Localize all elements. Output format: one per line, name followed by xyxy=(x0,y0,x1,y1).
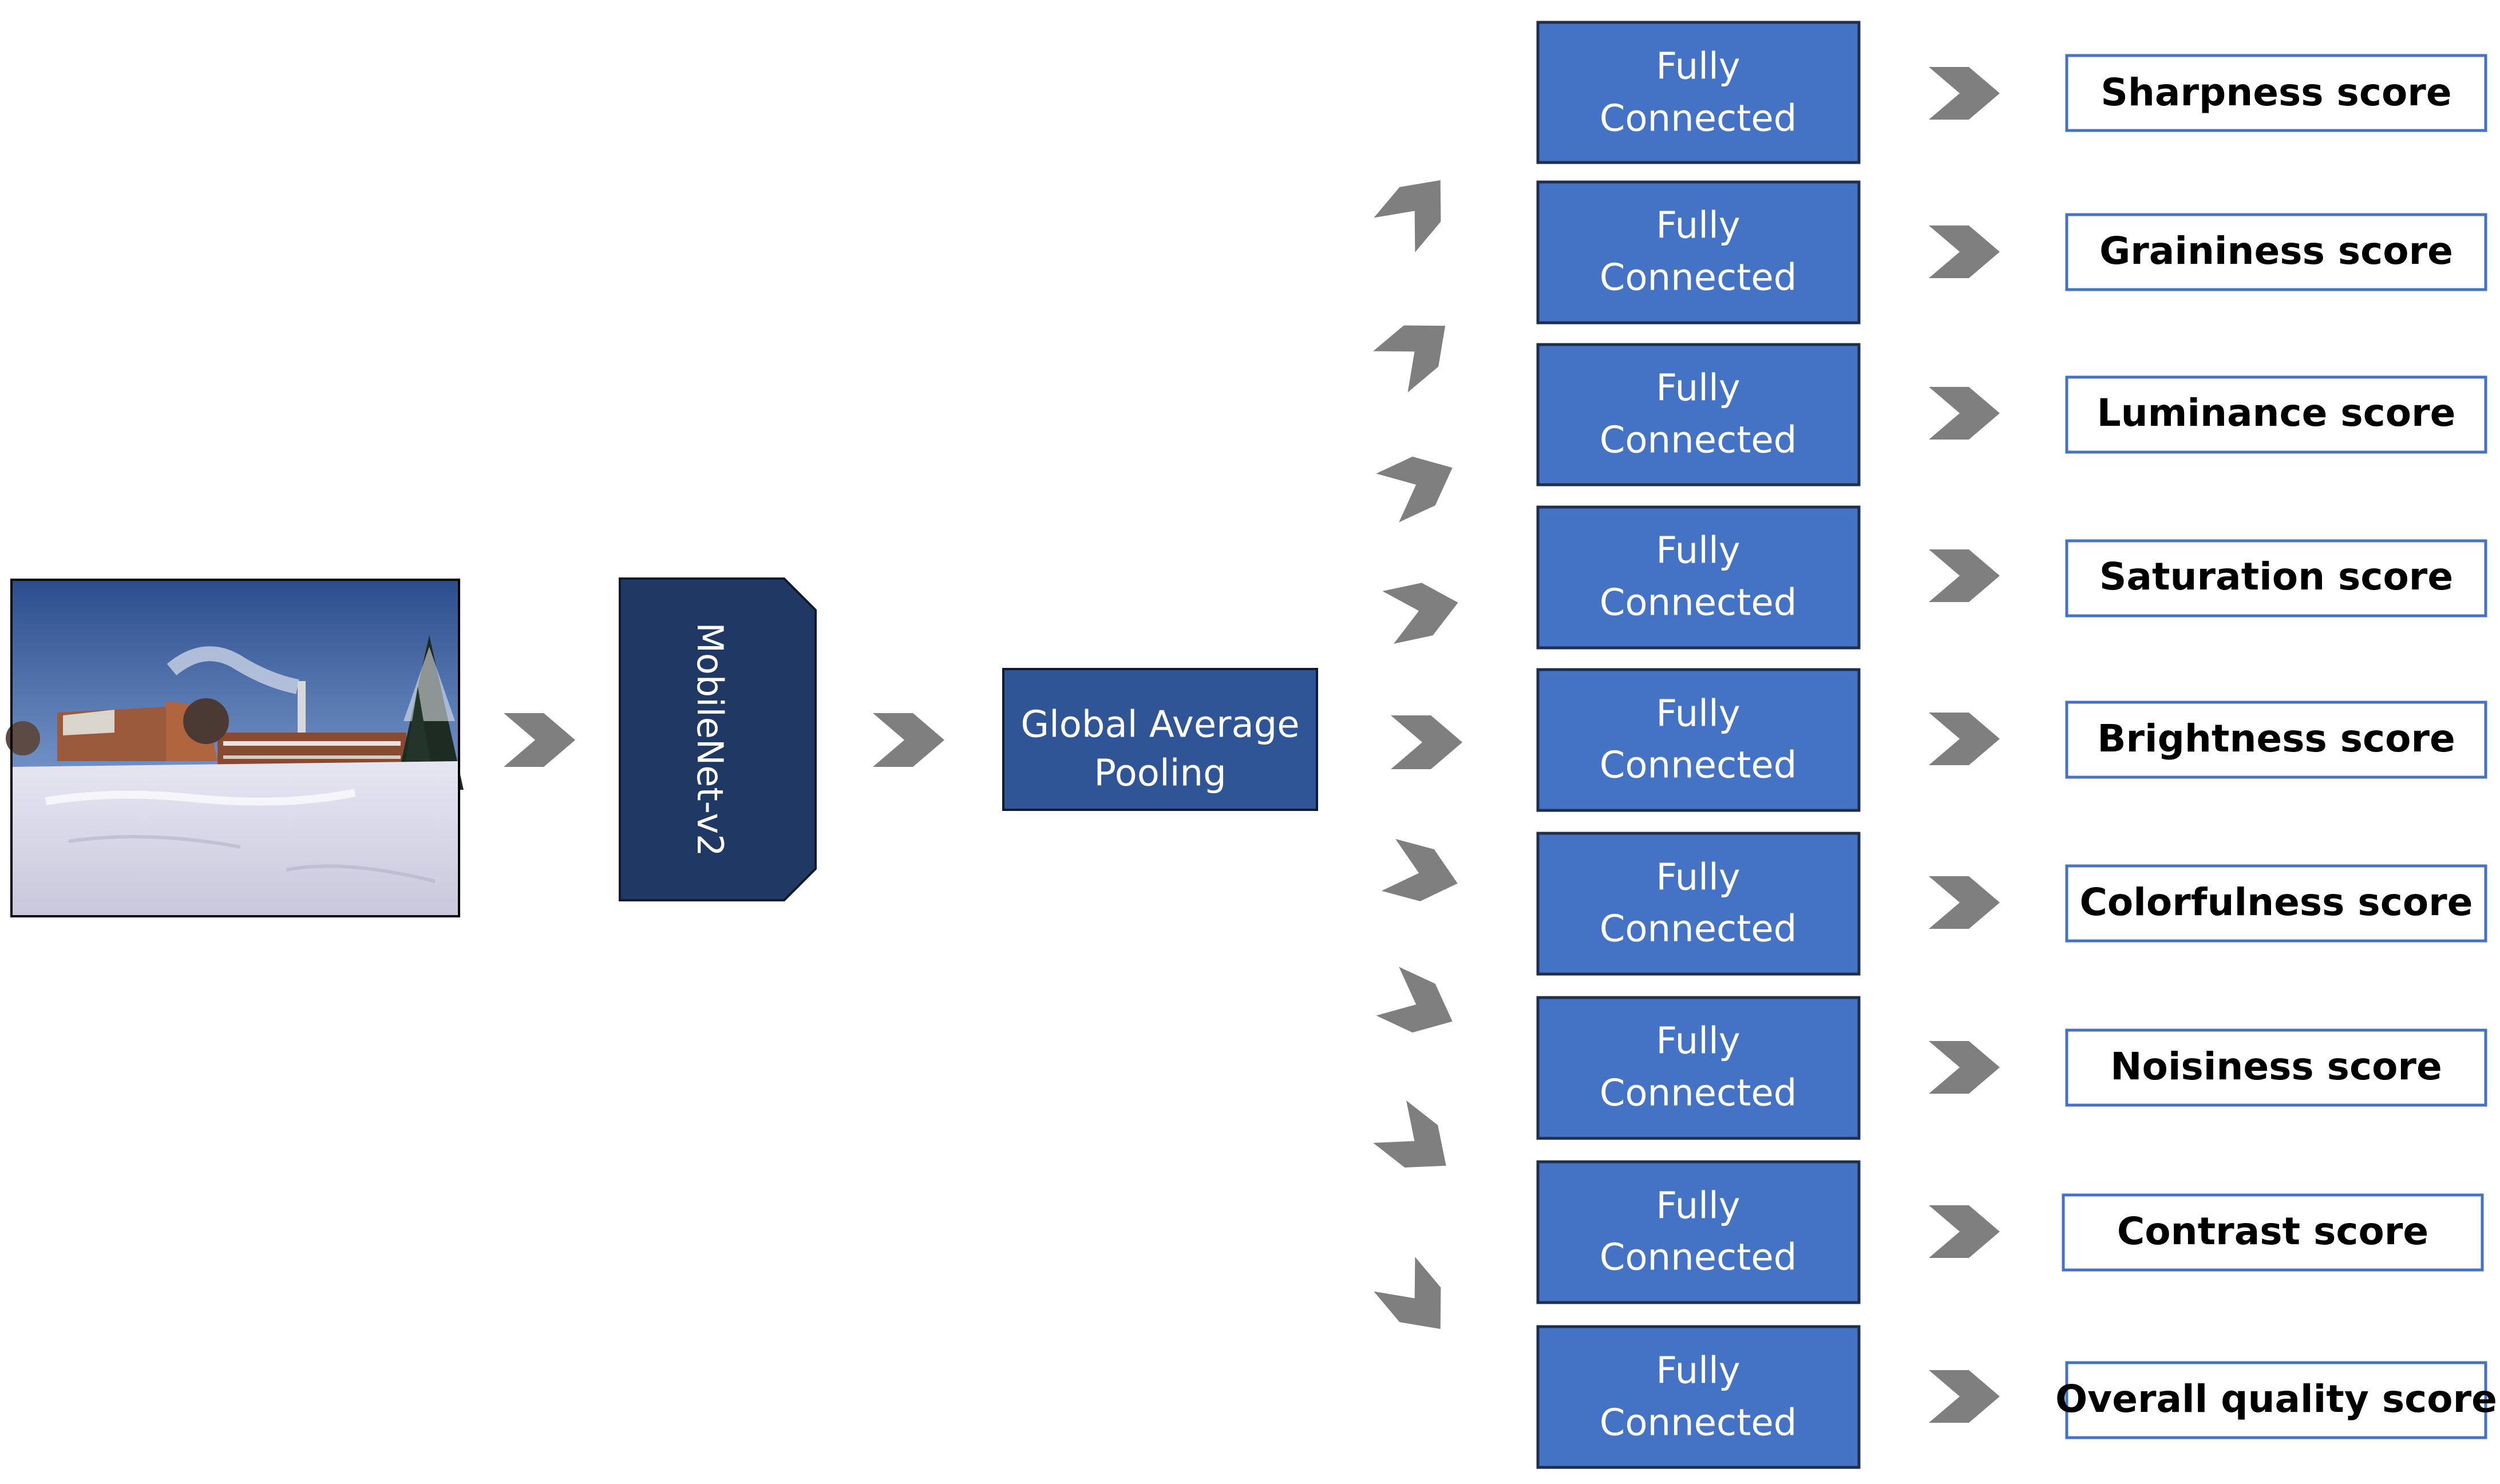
score-box xyxy=(2065,701,2487,779)
score-box xyxy=(2065,54,2487,132)
arrow-image-to-backbone xyxy=(504,713,575,767)
fanout-arrow-3 xyxy=(1376,456,1453,523)
fc-label-line2: Connected xyxy=(1600,1402,1797,1445)
fc-box xyxy=(1536,505,1861,650)
pooling-label-line1: Global Average xyxy=(1020,704,1299,746)
fc-label-line2: Connected xyxy=(1600,908,1797,951)
input-image xyxy=(6,579,464,917)
fc-label-line1: Fully xyxy=(1656,205,1740,247)
score-label: Contrast score xyxy=(2117,1209,2428,1253)
fc-label-line1: Fully xyxy=(1656,1020,1740,1063)
fc-head-9: Fully Connected Overall quality score xyxy=(1536,1325,2497,1469)
fanout-arrow-8 xyxy=(1373,1100,1446,1168)
fanout-arrow-6 xyxy=(1381,838,1458,901)
score-box xyxy=(2065,213,2487,291)
score-arrow xyxy=(1929,387,2000,440)
fc-label-line1: Fully xyxy=(1656,1185,1740,1228)
flow-arrows xyxy=(504,713,944,767)
fc-head-8: Fully Connected Contrast score xyxy=(1536,1160,2484,1304)
fc-box xyxy=(1536,1325,1861,1469)
mobilenet-v2-label: MobileNet-v2 xyxy=(689,622,731,856)
fc-label-line2: Connected xyxy=(1600,420,1797,462)
fc-head-1: Fully Connected Sharpness score xyxy=(1536,21,2487,164)
fanout-arrow-4 xyxy=(1382,583,1458,644)
score-box xyxy=(2065,1028,2487,1107)
fc-label-line1: Fully xyxy=(1656,1350,1740,1392)
fanout-arrow-1 xyxy=(1374,180,1441,252)
score-label: Sharpness score xyxy=(2101,70,2451,114)
fanout-arrows xyxy=(1373,180,1462,1329)
score-arrow xyxy=(1929,1205,2000,1258)
score-label: Saturation score xyxy=(2099,555,2453,599)
score-label: Colorfulness score xyxy=(2080,880,2473,924)
score-label: Graininess score xyxy=(2099,229,2453,273)
fc-label-line1: Fully xyxy=(1656,530,1740,572)
fanout-arrow-2 xyxy=(1373,325,1446,393)
score-arrow xyxy=(1929,549,2000,602)
fanout-arrow-9 xyxy=(1374,1257,1441,1329)
fc-head-5: Fully Connected Brightness score xyxy=(1536,668,2487,812)
fc-label-line1: Fully xyxy=(1656,693,1740,735)
score-arrow xyxy=(1929,67,2000,120)
fc-label-line2: Connected xyxy=(1600,1237,1797,1279)
score-arrow xyxy=(1929,1041,2000,1094)
score-arrow xyxy=(1929,876,2000,929)
score-box xyxy=(2062,1193,2484,1272)
score-label: Noisiness score xyxy=(2110,1044,2442,1089)
score-box xyxy=(2065,1361,2487,1439)
mobilenet-v2-block: MobileNet-v2 xyxy=(619,577,817,901)
score-arrow xyxy=(1929,713,2000,765)
score-box xyxy=(2065,864,2487,943)
fc-label-line2: Connected xyxy=(1600,257,1797,299)
fc-box xyxy=(1536,996,1861,1140)
pooling-label-line2: Pooling xyxy=(1094,753,1226,795)
score-box xyxy=(2065,375,2487,454)
global-average-pooling-block: Global Average Pooling xyxy=(1002,668,1318,811)
score-label: Luminance score xyxy=(2097,391,2456,435)
score-label: Brightness score xyxy=(2097,717,2455,761)
fc-head-3: Fully Connected Luminance score xyxy=(1536,343,2487,486)
fanout-arrow-5 xyxy=(1391,715,1462,769)
fc-label-line1: Fully xyxy=(1656,367,1740,410)
fc-heads: Fully Connected Sharpness score Fully Co… xyxy=(1536,21,2497,1469)
fc-label-line2: Connected xyxy=(1600,745,1797,787)
score-label: Overall quality score xyxy=(2055,1377,2497,1421)
fc-label-line1: Fully xyxy=(1656,46,1740,88)
fc-label-line2: Connected xyxy=(1600,582,1797,624)
score-box xyxy=(2065,539,2487,618)
fanout-arrow-7 xyxy=(1376,967,1453,1033)
fc-box xyxy=(1536,668,1861,812)
fc-box xyxy=(1536,1160,1861,1304)
fc-box xyxy=(1536,343,1861,486)
score-arrow xyxy=(1929,1370,2000,1423)
fc-head-4: Fully Connected Saturation score xyxy=(1536,505,2487,650)
fc-label-line1: Fully xyxy=(1656,857,1740,899)
fc-box xyxy=(1536,180,1861,324)
arrow-backbone-to-pooling xyxy=(873,713,944,767)
fc-head-7: Fully Connected Noisiness score xyxy=(1536,996,2487,1140)
fc-label-line2: Connected xyxy=(1600,98,1797,140)
fc-box xyxy=(1536,21,1861,164)
fc-label-line2: Connected xyxy=(1600,1073,1797,1115)
fc-box xyxy=(1536,832,1861,976)
fc-head-6: Fully Connected Colorfulness score xyxy=(1536,832,2487,976)
fc-head-2: Fully Connected Graininess score xyxy=(1536,180,2487,324)
score-arrow xyxy=(1929,225,2000,278)
